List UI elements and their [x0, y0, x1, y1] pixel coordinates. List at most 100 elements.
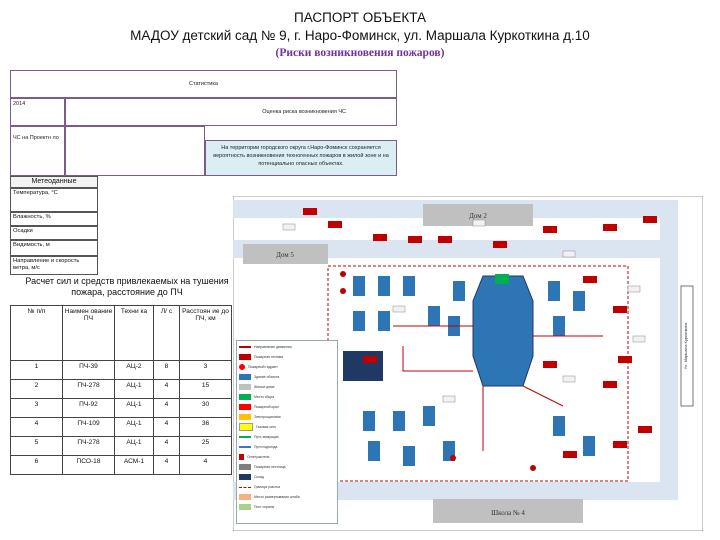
- table-cell: 8: [153, 360, 180, 380]
- page-title: ПАСПОРТ ОБЪЕКТА: [293, 10, 427, 25]
- column-header: № п/п: [10, 305, 63, 361]
- column-header: Техни ка: [114, 305, 154, 361]
- table-cell: 5: [10, 436, 63, 456]
- ladder-icon: [239, 464, 251, 470]
- ambulance-icons: [282, 219, 646, 403]
- table-cell: ПЧ-278: [62, 436, 115, 456]
- building-dom2-label: Дом 2: [469, 212, 487, 220]
- forces-title: Расчет сил и средств привлекаемых на туш…: [25, 276, 229, 297]
- playground-blocks: [353, 276, 595, 466]
- legend: Направление движения Пожарная техника По…: [236, 340, 338, 524]
- column-header: Наимен ование ПЧ: [62, 305, 115, 361]
- table-cell: ПЧ-278: [62, 379, 115, 399]
- assembly-icon: [239, 394, 251, 400]
- boundary-icon: [239, 486, 251, 488]
- legend-item: Направление движения: [239, 343, 335, 351]
- meteo-row: Направление и скорость ветра, м/с: [10, 256, 98, 275]
- table-cell: АСМ-1: [114, 455, 154, 475]
- legend-item: Огнетушитель: [239, 453, 335, 461]
- stats-header-label: Статистика: [189, 81, 218, 87]
- table-row: 4 ПЧ-109 АЦ-1 4 36: [10, 417, 232, 437]
- table-cell: 3: [179, 360, 232, 380]
- stats-header: Статистика: [10, 70, 397, 98]
- storage-icon: [239, 474, 251, 480]
- stats-risk-text: На территории городского округа г.Наро-Ф…: [213, 145, 389, 167]
- legend-item: Пост охраны: [239, 503, 335, 511]
- table-cell: 6: [10, 455, 63, 475]
- page-subtitle: МАДОУ детский сад № 9, г. Наро-Фоминск, …: [130, 28, 590, 43]
- evacuation-routes: [393, 325, 603, 451]
- table-cell: 30: [179, 398, 232, 418]
- gas-icon: [239, 423, 253, 431]
- table-cell: ПСО-18: [62, 455, 115, 475]
- building-dom5-label: Дом 5: [276, 251, 294, 259]
- table-cell: ПЧ-39: [62, 360, 115, 380]
- legend-item: Жилые дома: [239, 383, 335, 391]
- legend-item: Склад: [239, 473, 335, 481]
- table-cell: АЦ-1: [114, 379, 154, 399]
- table-cell: 3: [10, 398, 63, 418]
- table-cell: АЦ-1: [114, 417, 154, 437]
- page-caption: (Риски возникновения пожаров): [275, 47, 445, 59]
- hydrant-icon: [239, 364, 245, 370]
- meteo-row: Влажность, %: [10, 212, 98, 226]
- road-right: [660, 200, 678, 500]
- entrance-marker: [495, 274, 509, 284]
- building-icon: [239, 374, 251, 380]
- legend-item: Путь эвакуации: [239, 433, 335, 441]
- column-header: Л/ с: [153, 305, 180, 361]
- table-cell: 4: [153, 436, 180, 456]
- stats-empty-cell: [65, 126, 205, 176]
- table-cell: 4: [10, 417, 63, 437]
- stats-cs-cell: ЧС на Проектн ло: [10, 126, 65, 176]
- house-icon: [239, 384, 251, 390]
- legend-item: Место развертывания штаба: [239, 493, 335, 501]
- table-cell: АЦ-2: [114, 360, 154, 380]
- building-school-label: Школа № 4: [491, 509, 525, 517]
- storage-building: [343, 351, 383, 381]
- table-cell: ПЧ-92: [62, 398, 115, 418]
- column-header: Расстоян ие до ПЧ, км: [179, 305, 232, 361]
- legend-item: Пожарный кран: [239, 403, 335, 411]
- legend-item: Пожарная лестница: [239, 463, 335, 471]
- meteo-row: Температура, °С: [10, 188, 98, 212]
- table-row: 1 ПЧ-39 АЦ-2 8 3: [10, 360, 232, 380]
- meteo-header: Метеоданные: [10, 176, 98, 188]
- evacuation-icon: [239, 436, 251, 438]
- table-cell: 4: [153, 455, 180, 475]
- fire-hydrant-icons: [340, 271, 536, 471]
- meteo-row: Осадки: [10, 226, 98, 240]
- fire-truck-icons: [303, 208, 657, 458]
- legend-item: Газовая сеть: [239, 423, 335, 431]
- site-plan: Дом 2 Дом 5 Школа № 4 Ул. Маршала Куркот…: [233, 196, 703, 531]
- stats-cs-label: ЧС на Проектн ло: [13, 135, 59, 141]
- stats-year: 2014: [13, 101, 26, 107]
- street-label: Ул. Маршала Куркоткина: [683, 322, 688, 369]
- table-cell: 15: [179, 379, 232, 399]
- stats-risk-text-cell: На территории городского округа г.Наро-Ф…: [205, 140, 397, 176]
- table-cell: АЦ-1: [114, 398, 154, 418]
- legend-item: Пожарный гидрант: [239, 363, 335, 371]
- building-dom5: [243, 244, 328, 264]
- table-row: 5 ПЧ-278 АЦ-1 4 25: [10, 436, 232, 456]
- extinguisher-icon: [239, 454, 244, 460]
- table-cell: 25: [179, 436, 232, 456]
- electric-icon: [239, 414, 251, 420]
- table-cell: ПЧ-109: [62, 417, 115, 437]
- street-sign: [680, 285, 694, 407]
- table-header-row: № п/п Наимен ование ПЧ Техни ка Л/ с Рас…: [10, 305, 232, 361]
- table-cell: 2: [10, 379, 63, 399]
- table-cell: 4: [153, 379, 180, 399]
- legend-item: Электрощитовая: [239, 413, 335, 421]
- legend-item: Граница участка: [239, 483, 335, 491]
- table-cell: 4: [179, 455, 232, 475]
- stats-risk-label: Оценка риска возникновения ЧС: [262, 109, 346, 115]
- table-cell: 36: [179, 417, 232, 437]
- building-school: [433, 499, 583, 523]
- hq-icon: [239, 494, 251, 500]
- table-cell: 4: [153, 417, 180, 437]
- access-road-icon: [239, 446, 251, 448]
- legend-item: Место сбора: [239, 393, 335, 401]
- guard-post-icon: [239, 504, 251, 510]
- table-cell: 1: [10, 360, 63, 380]
